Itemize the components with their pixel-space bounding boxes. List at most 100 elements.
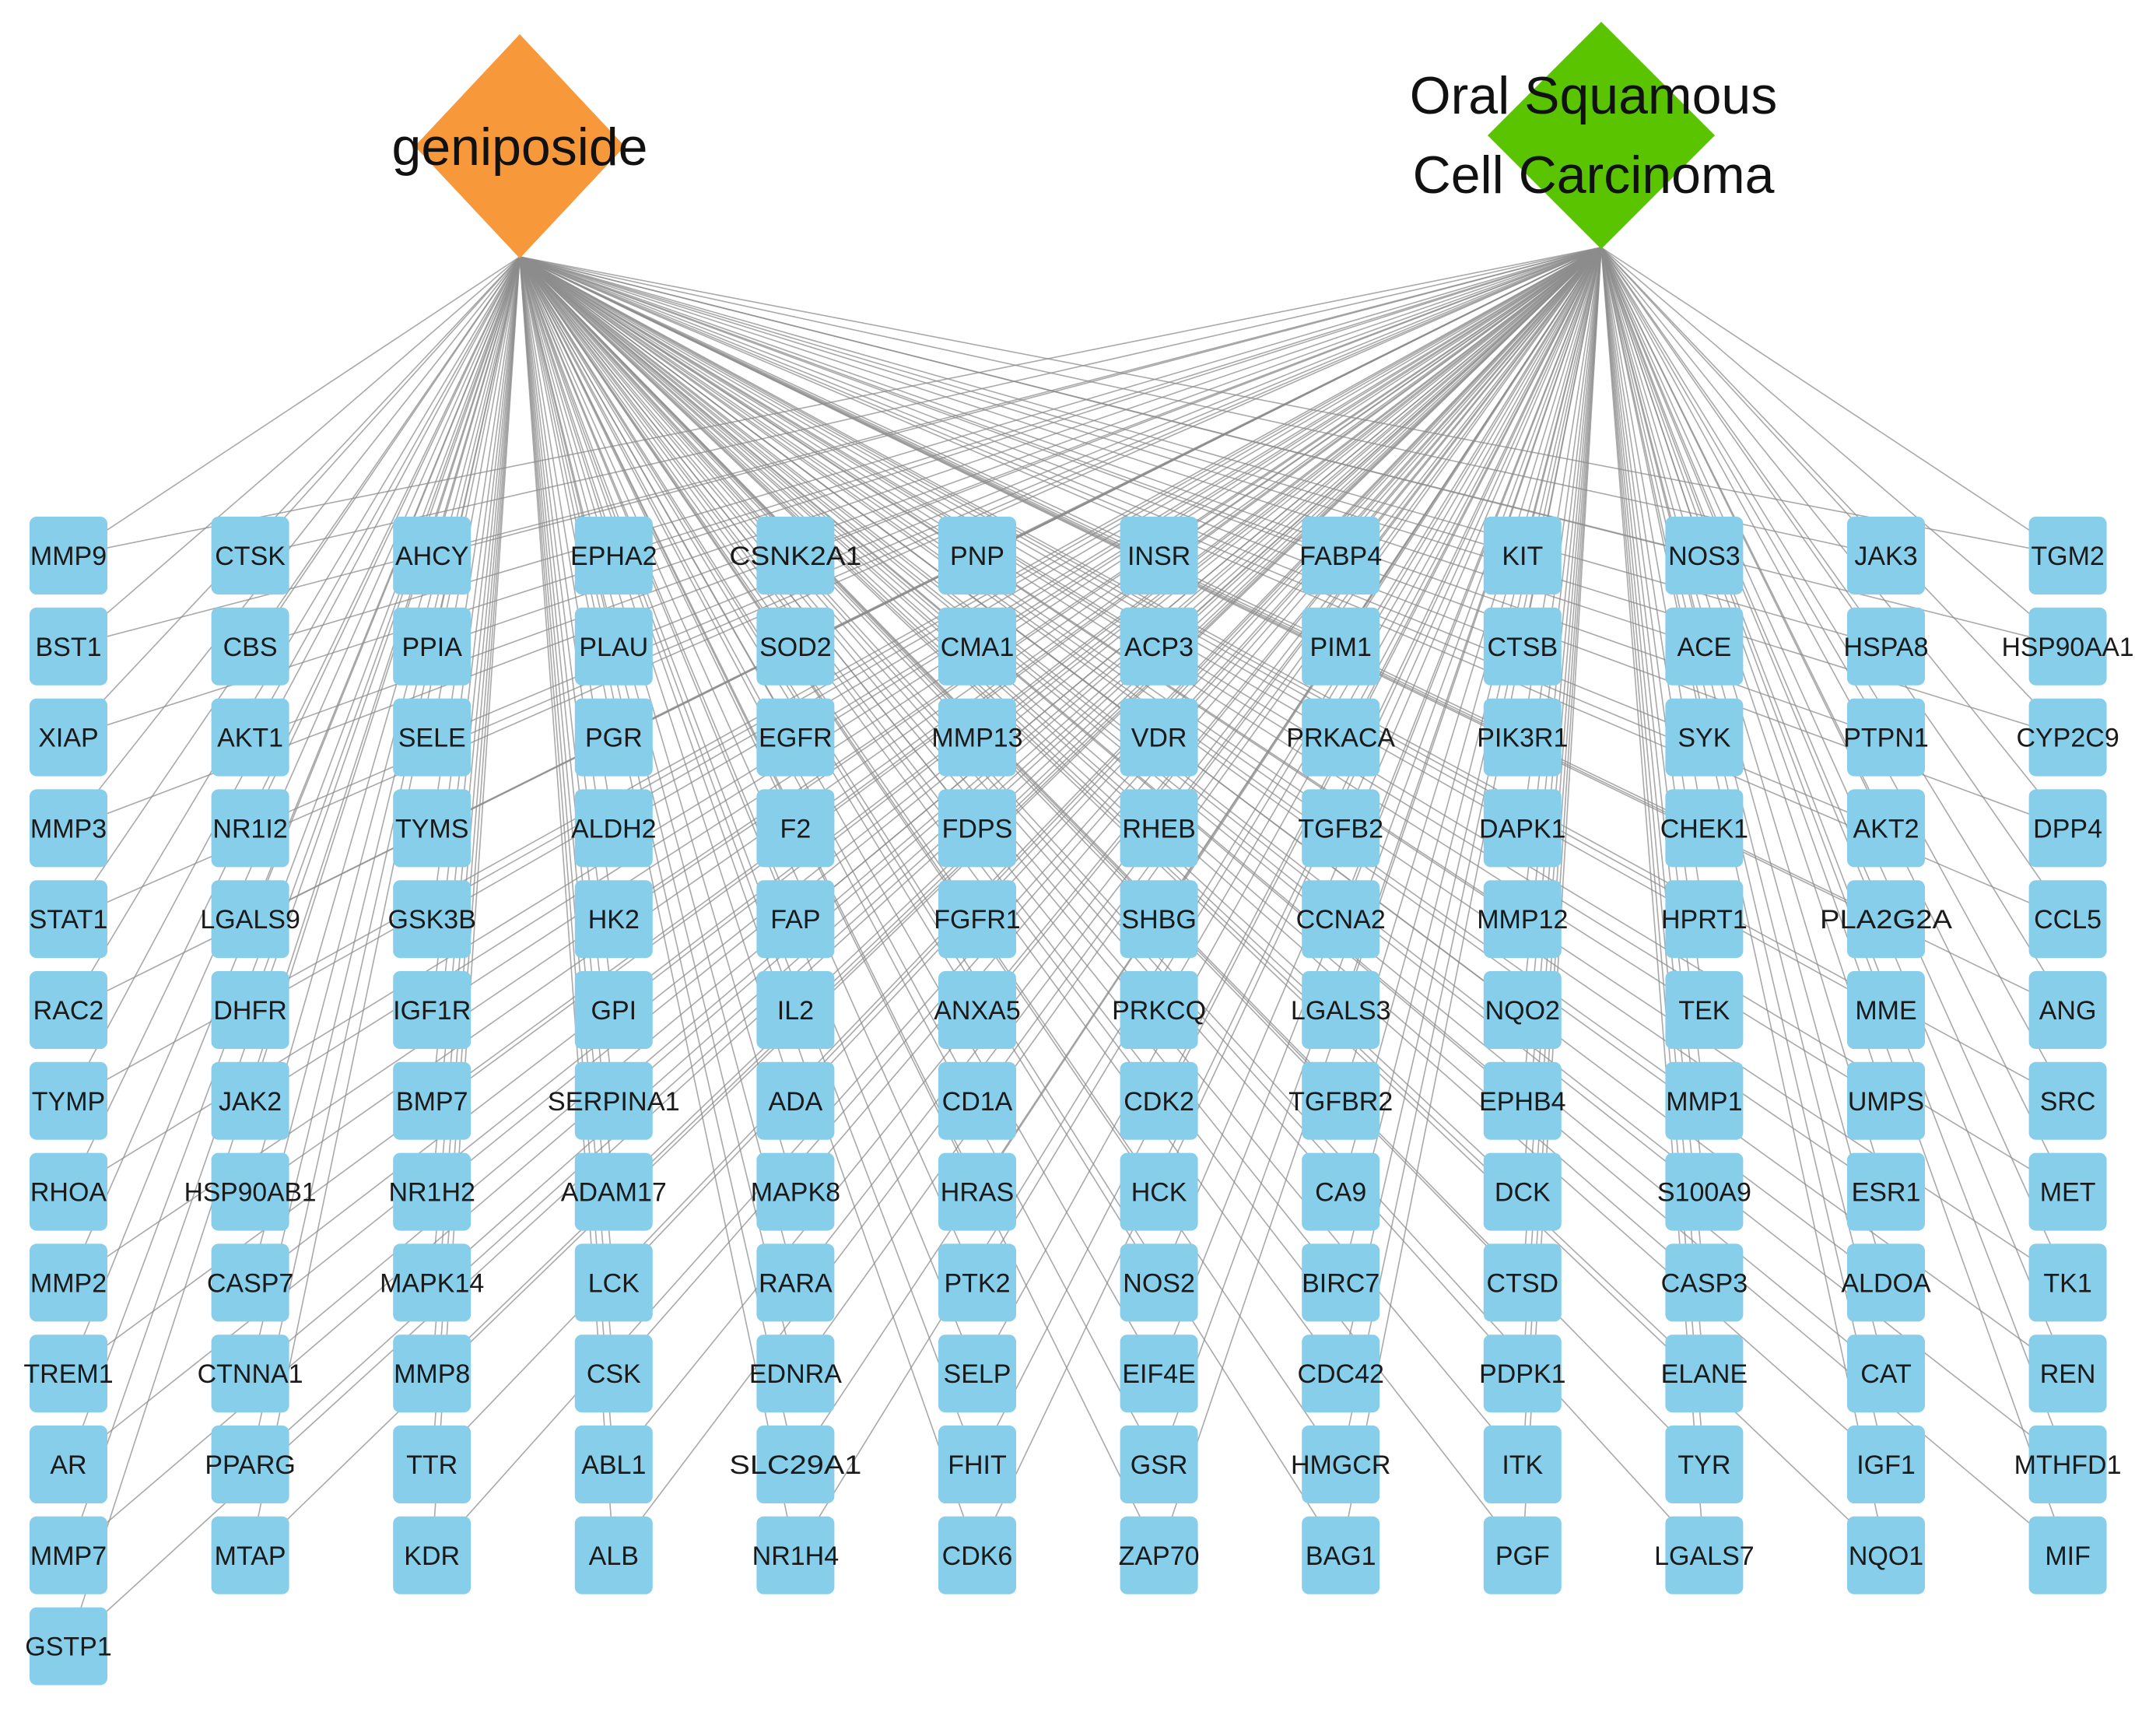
drug-node-geniposide[interactable]	[415, 34, 625, 258]
target-node-prkaca[interactable]: PRKACA	[1286, 698, 1395, 777]
target-node-shbg[interactable]: SHBG	[1120, 880, 1198, 959]
target-node-vdr[interactable]: VDR	[1120, 698, 1198, 777]
target-node-hsp90aa1[interactable]: HSP90AA1	[2002, 607, 2134, 686]
target-node-ctnna1[interactable]: CTNNA1	[198, 1334, 303, 1413]
target-node-pla2g2a[interactable]: PLA2G2A	[1820, 880, 1952, 959]
target-node-trem1[interactable]: TREM1	[23, 1334, 114, 1413]
target-node-nqo2[interactable]: NQO2	[1483, 971, 1562, 1049]
target-node-itk[interactable]: ITK	[1483, 1426, 1562, 1503]
target-node-cat[interactable]: CAT	[1847, 1334, 1925, 1413]
target-node-mme[interactable]: MME	[1847, 971, 1925, 1049]
target-node-slc29a1[interactable]: SLC29A1	[729, 1426, 861, 1503]
target-node-ptpn1[interactable]: PTPN1	[1843, 698, 1929, 777]
target-node-cbs[interactable]: CBS	[211, 607, 289, 686]
target-node-met[interactable]: MET	[2028, 1152, 2107, 1231]
target-node-csnk2a1[interactable]: CSNK2A1	[729, 517, 861, 594]
target-node-anxa5[interactable]: ANXA5	[934, 971, 1021, 1049]
target-node-epha2[interactable]: EPHA2	[570, 517, 657, 594]
target-node-fhit[interactable]: FHIT	[938, 1426, 1016, 1503]
target-node-rara[interactable]: RARA	[756, 1243, 835, 1322]
target-node-mtap[interactable]: MTAP	[211, 1516, 289, 1594]
target-node-hsp90ab1[interactable]: HSP90AB1	[184, 1152, 317, 1231]
target-node-ctsd[interactable]: CTSD	[1483, 1243, 1562, 1322]
target-node-mmp13[interactable]: MMP13	[931, 698, 1023, 777]
target-node-egfr[interactable]: EGFR	[756, 698, 835, 777]
target-node-ttr[interactable]: TTR	[393, 1426, 472, 1503]
target-node-mmp7[interactable]: MMP7	[30, 1516, 107, 1594]
target-node-nr1h4[interactable]: NR1H4	[752, 1516, 839, 1594]
target-node-igf1[interactable]: IGF1	[1847, 1426, 1925, 1503]
target-node-aldoa[interactable]: ALDOA	[1841, 1243, 1931, 1322]
target-node-nqo1[interactable]: NQO1	[1847, 1516, 1925, 1594]
target-node-ednra[interactable]: EDNRA	[749, 1334, 842, 1413]
target-node-sod2[interactable]: SOD2	[756, 607, 835, 686]
target-node-ctsb[interactable]: CTSB	[1483, 607, 1562, 686]
target-node-stat1[interactable]: STAT1	[30, 880, 108, 959]
target-node-akt2[interactable]: AKT2	[1847, 789, 1925, 868]
target-node-cdc42[interactable]: CDC42	[1297, 1334, 1384, 1413]
target-node-fabp4[interactable]: FABP4	[1299, 517, 1382, 594]
target-node-mif[interactable]: MIF	[2028, 1516, 2107, 1594]
target-node-dapk1[interactable]: DAPK1	[1479, 789, 1566, 868]
target-node-ca9[interactable]: CA9	[1302, 1152, 1380, 1231]
target-node-sele[interactable]: SELE	[393, 698, 472, 777]
target-node-hmgcr[interactable]: HMGCR	[1291, 1426, 1390, 1503]
target-node-hspa8[interactable]: HSPA8	[1844, 607, 1929, 686]
target-node-lgals7[interactable]: LGALS7	[1654, 1516, 1755, 1594]
target-node-mmp8[interactable]: MMP8	[393, 1334, 472, 1413]
target-node-bmp7[interactable]: BMP7	[393, 1061, 472, 1140]
target-node-csk[interactable]: CSK	[574, 1334, 653, 1413]
target-node-hck[interactable]: HCK	[1120, 1152, 1198, 1231]
target-node-bst1[interactable]: BST1	[30, 607, 107, 686]
disease-node-oscc[interactable]	[1488, 22, 1715, 249]
target-node-ephb4[interactable]: EPHB4	[1479, 1061, 1566, 1140]
target-node-akt1[interactable]: AKT1	[211, 698, 289, 777]
target-node-mmp3[interactable]: MMP3	[30, 789, 107, 868]
target-node-fdps[interactable]: FDPS	[938, 789, 1016, 868]
target-node-ar[interactable]: AR	[30, 1426, 107, 1503]
target-node-ppia[interactable]: PPIA	[393, 607, 472, 686]
target-node-alb[interactable]: ALB	[574, 1516, 653, 1594]
target-node-pgf[interactable]: PGF	[1483, 1516, 1562, 1594]
target-node-ren[interactable]: REN	[2028, 1334, 2107, 1413]
target-node-nr1i2[interactable]: NR1I2	[211, 789, 289, 868]
target-node-gsr[interactable]: GSR	[1120, 1426, 1198, 1503]
target-node-cd1a[interactable]: CD1A	[938, 1061, 1016, 1140]
target-node-birc7[interactable]: BIRC7	[1302, 1243, 1379, 1322]
target-node-tk1[interactable]: TK1	[2028, 1243, 2107, 1322]
target-node-casp3[interactable]: CASP3	[1661, 1243, 1748, 1322]
target-node-nos3[interactable]: NOS3	[1665, 517, 1744, 594]
target-node-dpp4[interactable]: DPP4	[2028, 789, 2107, 868]
target-node-ang[interactable]: ANG	[2028, 971, 2107, 1049]
target-node-cdk2[interactable]: CDK2	[1120, 1061, 1198, 1140]
target-node-selp[interactable]: SELP	[938, 1334, 1016, 1413]
target-node-mmp2[interactable]: MMP2	[30, 1243, 107, 1322]
target-node-casp7[interactable]: CASP7	[207, 1243, 294, 1322]
target-node-il2[interactable]: IL2	[756, 971, 835, 1049]
target-node-hk2[interactable]: HK2	[574, 880, 653, 959]
target-node-rac2[interactable]: RAC2	[30, 971, 107, 1049]
target-node-mmp9[interactable]: MMP9	[30, 517, 107, 594]
target-node-rhoa[interactable]: RHOA	[30, 1152, 107, 1231]
target-node-f2[interactable]: F2	[756, 789, 835, 868]
target-node-dhfr[interactable]: DHFR	[211, 971, 289, 1049]
target-node-tgfbr2[interactable]: TGFBR2	[1288, 1061, 1393, 1140]
target-node-chek1[interactable]: CHEK1	[1660, 789, 1748, 868]
target-node-aldh2[interactable]: ALDH2	[571, 789, 657, 868]
target-node-tymp[interactable]: TYMP	[30, 1061, 107, 1140]
target-node-mapk14[interactable]: MAPK14	[380, 1243, 484, 1322]
target-node-igf1r[interactable]: IGF1R	[393, 971, 471, 1049]
target-node-pgr[interactable]: PGR	[574, 698, 653, 777]
target-node-rheb[interactable]: RHEB	[1120, 789, 1198, 868]
target-node-fgfr1[interactable]: FGFR1	[934, 880, 1021, 959]
target-node-prkcq[interactable]: PRKCQ	[1112, 971, 1206, 1049]
target-node-lgals3[interactable]: LGALS3	[1291, 971, 1391, 1049]
target-node-gpi[interactable]: GPI	[574, 971, 653, 1049]
target-node-jak3[interactable]: JAK3	[1847, 517, 1925, 594]
target-node-insr[interactable]: INSR	[1120, 517, 1198, 594]
target-node-jak2[interactable]: JAK2	[211, 1061, 289, 1140]
target-node-hprt1[interactable]: HPRT1	[1661, 880, 1748, 959]
target-node-ptk2[interactable]: PTK2	[938, 1243, 1016, 1322]
target-node-tyr[interactable]: TYR	[1665, 1426, 1744, 1503]
target-node-mmp1[interactable]: MMP1	[1665, 1061, 1744, 1140]
